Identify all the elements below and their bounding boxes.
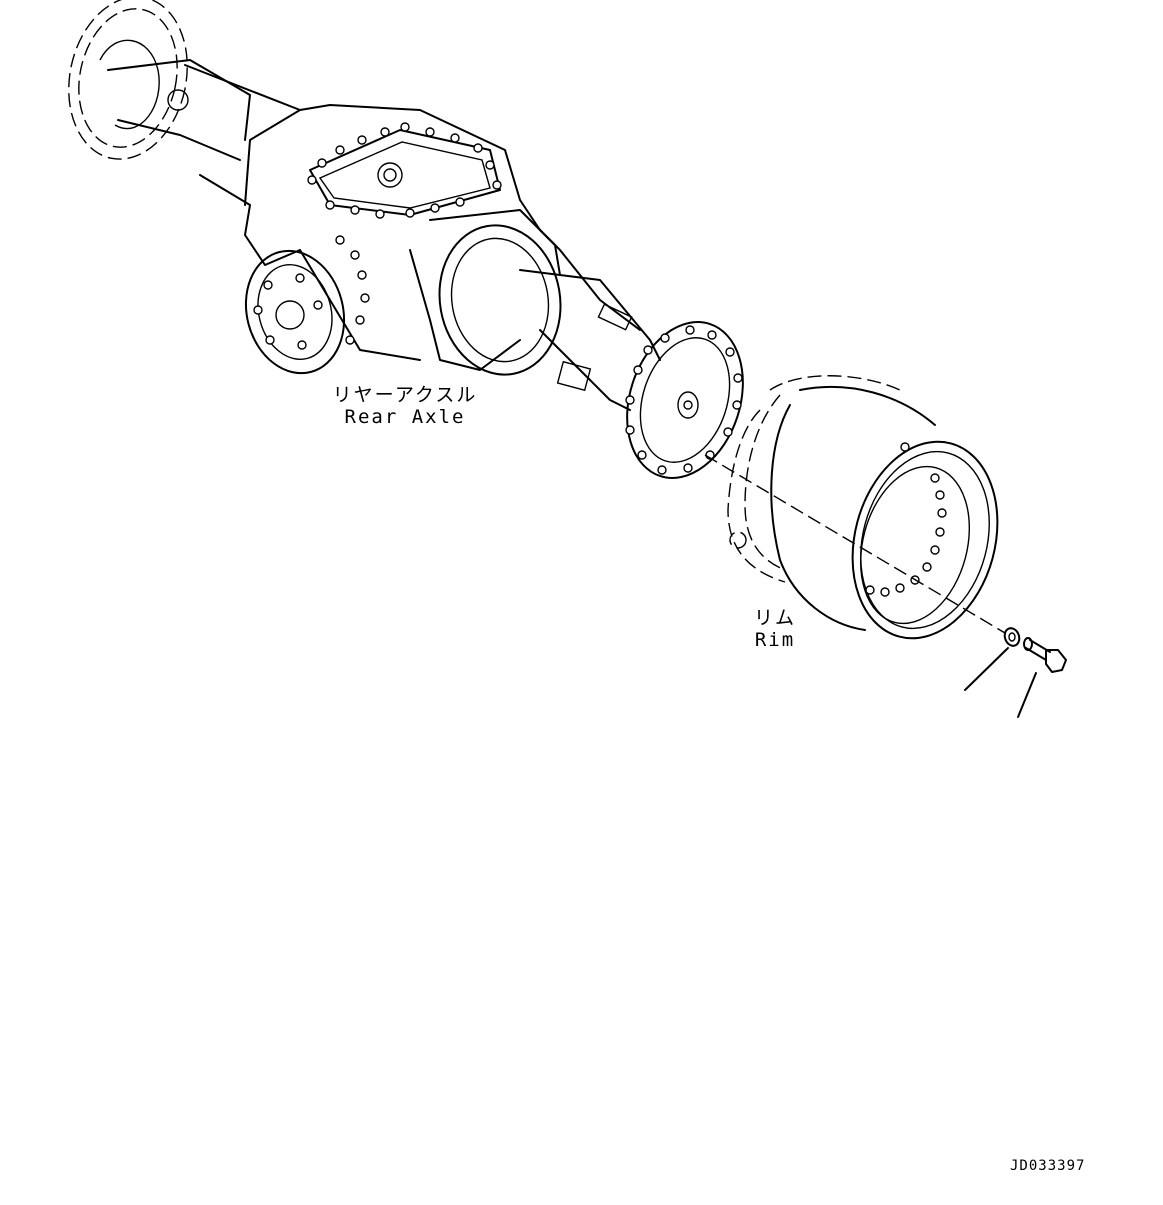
rear-axle-label-en: Rear Axle <box>344 406 466 428</box>
rim <box>770 385 999 640</box>
rear-axle-label: リヤーアクスル Rear Axle <box>320 384 490 428</box>
rim-label: リム Rim <box>735 607 815 651</box>
washer <box>1003 627 1021 647</box>
rim-label-en: Rim <box>754 629 796 651</box>
drive-flange <box>244 235 370 375</box>
bolt-leader-line <box>1017 672 1037 718</box>
washer-leader-line <box>964 647 1009 691</box>
rear-axle-label-jp: リヤーアクスル <box>332 384 478 406</box>
tire-outline <box>727 375 901 583</box>
right-hub-flange <box>625 321 744 479</box>
rim-label-jp: リム <box>753 607 796 629</box>
bolt <box>1023 637 1067 673</box>
drawing-number: JD033397 <box>1010 1158 1086 1174</box>
left-hub-flange <box>68 0 251 161</box>
axle-housing <box>184 64 661 411</box>
assembly-centerline <box>704 454 1006 634</box>
